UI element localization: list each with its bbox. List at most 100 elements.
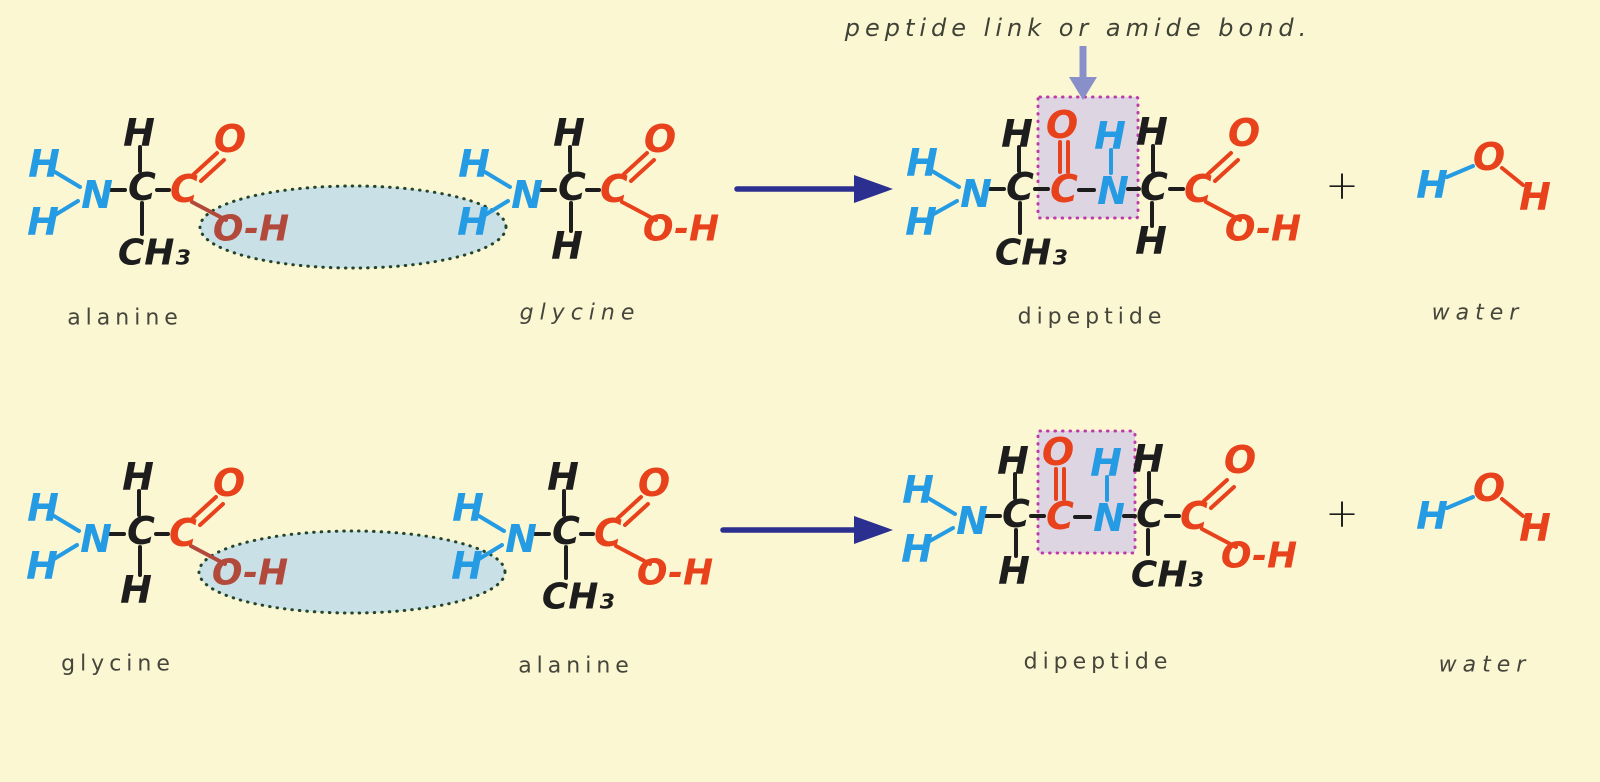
dipeptide-structure-row2: H H N C H H C O H N C H CH₃ C O O-H xyxy=(901,430,1297,596)
reaction-arrow-row1 xyxy=(734,175,893,203)
methyl-group: CH₃ xyxy=(995,233,1068,274)
carbon-atom: C xyxy=(1140,165,1168,209)
peptide-nitrogen-atom: N xyxy=(1097,169,1129,213)
water-structure-row2: H O H xyxy=(1416,466,1551,550)
carbon-atom: C xyxy=(127,509,155,553)
oxygen-atom: O xyxy=(1228,111,1260,155)
label-alanine-row1: alanine xyxy=(67,305,183,331)
label-glycine-row2: glycine xyxy=(61,651,175,677)
bonds xyxy=(52,489,227,577)
plus-sign-row1: + xyxy=(1325,163,1359,209)
carbon-atom: C xyxy=(128,165,156,209)
hydroxyl-group: O-H xyxy=(213,209,289,250)
carbon-atom: C xyxy=(1136,492,1164,536)
water-structure-row1: H O H xyxy=(1416,135,1551,219)
hydrogen-atom: H xyxy=(1416,163,1448,207)
carbon-atom: C xyxy=(170,167,198,211)
label-alanine-row2: alanine xyxy=(518,653,634,679)
hydroxyl-group: O-H xyxy=(212,553,288,594)
carbon-atom: C xyxy=(600,167,628,211)
peptide-carbon-atom: C xyxy=(1050,167,1078,211)
reaction-arrow-row2 xyxy=(720,516,893,544)
hydrogen-atom: H xyxy=(123,111,155,155)
bonds xyxy=(930,140,1242,235)
carbon-atom: C xyxy=(1006,165,1034,209)
dipeptide-structure-row1: H H N C H CH₃ C O H N C H H C O O-H xyxy=(905,103,1301,274)
label-water-row2: water xyxy=(1438,652,1532,678)
hydrogen-atom: H xyxy=(901,527,933,571)
hydrogen-atom: H xyxy=(458,142,490,186)
hydrogen-atom: H xyxy=(451,544,483,588)
peptide-oxygen-atom: O xyxy=(1042,430,1074,474)
bonds xyxy=(1445,495,1525,518)
hydroxyl-group: O-H xyxy=(643,209,719,250)
hydroxyl-group: O-H xyxy=(1225,209,1301,250)
hydrogen-atom: H xyxy=(26,544,58,588)
nitrogen-atom: N xyxy=(956,499,988,543)
hydrogen-atom: H xyxy=(1519,506,1551,550)
peptide-bond-annotation: peptide link or amide bond. xyxy=(844,14,1312,42)
peptide-nitrogen-atom: N xyxy=(1093,496,1125,540)
methyl-group: CH₃ xyxy=(118,233,191,274)
annotation-down-arrow xyxy=(1069,46,1097,100)
hydrogen-atom: H xyxy=(28,142,60,186)
oxygen-atom: O xyxy=(214,117,246,161)
plus-sign-row2: + xyxy=(1325,491,1359,537)
nitrogen-atom: N xyxy=(511,173,543,217)
hydrogen-atom: H xyxy=(906,141,938,185)
hydrogen-atom: H xyxy=(902,468,934,512)
hydrogen-atom: H xyxy=(1135,219,1167,263)
hydrogen-atom: H xyxy=(457,200,489,244)
water-leaving-group-ellipse-row1 xyxy=(198,184,508,270)
bonds xyxy=(53,145,228,236)
hydrogen-atom: H xyxy=(120,568,152,612)
carbon-atom: C xyxy=(1180,494,1208,538)
hydrogen-atom: H xyxy=(452,486,484,530)
oxygen-atom: O xyxy=(644,117,676,161)
nitrogen-atom: N xyxy=(81,173,113,217)
label-dipeptide-row2: dipeptide xyxy=(1023,649,1173,675)
hydrogen-atom: H xyxy=(1136,110,1168,154)
methyl-group: CH₃ xyxy=(542,577,615,618)
oxygen-atom: O xyxy=(1224,438,1256,482)
alanine-structure-row1: H H N C H CH₃ C O O-H xyxy=(27,111,289,274)
carbon-atom: C xyxy=(558,165,586,209)
hydroxyl-group: O-H xyxy=(1221,536,1297,577)
peptide-carbon-atom: C xyxy=(1046,494,1074,538)
nitrogen-atom: N xyxy=(505,517,537,561)
methyl-group: CH₃ xyxy=(1131,555,1204,596)
oxygen-atom: O xyxy=(1473,135,1505,179)
hydrogen-atom: H xyxy=(1132,437,1164,481)
hydrogen-atom: H xyxy=(1519,175,1551,219)
water-leaving-group-ellipse-row2 xyxy=(197,529,507,615)
bonds xyxy=(477,489,652,580)
hydroxyl-group: O-H xyxy=(637,553,713,594)
hydrogen-atom: H xyxy=(122,455,154,499)
peptide-oxygen-atom: O xyxy=(1046,103,1078,147)
carbon-atom: C xyxy=(169,511,197,555)
carbon-atom: C xyxy=(552,509,580,553)
oxygen-atom: O xyxy=(1473,466,1505,510)
hydrogen-atom: H xyxy=(27,486,59,530)
hydrogen-atom: H xyxy=(547,455,579,499)
hydrogen-atom: H xyxy=(998,549,1030,593)
peptide-bond-box-row1 xyxy=(1036,95,1140,220)
peptide-bond-box-row2 xyxy=(1036,429,1137,555)
carbon-atom: C xyxy=(1184,167,1212,211)
peptide-hydrogen-atom: H xyxy=(1094,114,1126,158)
label-glycine-row1: glycine xyxy=(519,300,641,326)
hydrogen-atom: H xyxy=(27,200,59,244)
bonds xyxy=(926,467,1238,558)
carbon-atom: C xyxy=(1002,492,1030,536)
hydrogen-atom: H xyxy=(1001,112,1033,156)
hydrogen-atom: H xyxy=(553,111,585,155)
oxygen-atom: O xyxy=(638,461,670,505)
peptide-hydrogen-atom: H xyxy=(1090,441,1122,485)
label-dipeptide-row1: dipeptide xyxy=(1017,304,1167,330)
bonds xyxy=(483,145,658,233)
label-water-row1: water xyxy=(1431,300,1525,326)
glycine-structure-row2: H H N C H H C O O-H xyxy=(26,455,288,612)
hydrogen-atom: H xyxy=(551,224,583,268)
